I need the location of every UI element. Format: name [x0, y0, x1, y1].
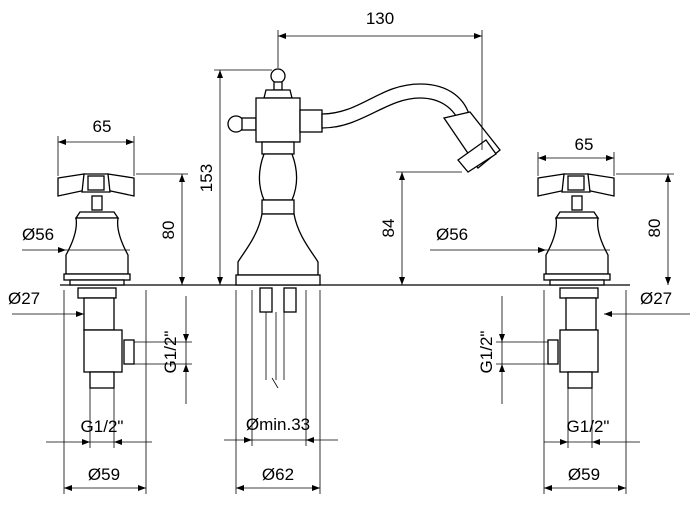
- dim-flange-diameter-left: Ø27: [8, 289, 40, 308]
- dim-handle-height-right: 80: [645, 219, 664, 238]
- dim-inlet-thread-left: G1/2": [81, 417, 124, 436]
- dim-inlet-thread-right: G1/2": [567, 417, 610, 436]
- dim-spout-height: 153: [197, 164, 216, 192]
- left-valve: [57, 173, 135, 389]
- dim-min-hole: Ømin.33: [246, 415, 310, 434]
- dim-base-diameter-right: Ø56: [436, 225, 468, 244]
- dimension-lines: [12, 30, 690, 494]
- dim-spout-reach: 130: [366, 9, 394, 28]
- dim-inlet-thread-right-vertical: G1/2": [477, 331, 496, 374]
- bidet-spout: [227, 68, 501, 389]
- dim-flange-diameter-right: Ø27: [640, 289, 672, 308]
- dim-handle-width-right: 65: [575, 135, 594, 154]
- dim-valve-spacing-left: Ø59: [88, 465, 120, 484]
- dim-spout-base: Ø62: [262, 465, 294, 484]
- dim-valve-spacing-right: Ø59: [568, 465, 600, 484]
- right-valve: [537, 173, 615, 389]
- dim-handle-height-left: 80: [159, 221, 178, 240]
- dim-spout-outlet-height: 84: [379, 219, 398, 238]
- dim-handle-width-left: 65: [93, 117, 112, 136]
- dimension-arrows: [58, 33, 671, 491]
- dim-inlet-thread-left-vertical: G1/2": [161, 331, 180, 374]
- dim-base-diameter-left: Ø56: [22, 225, 54, 244]
